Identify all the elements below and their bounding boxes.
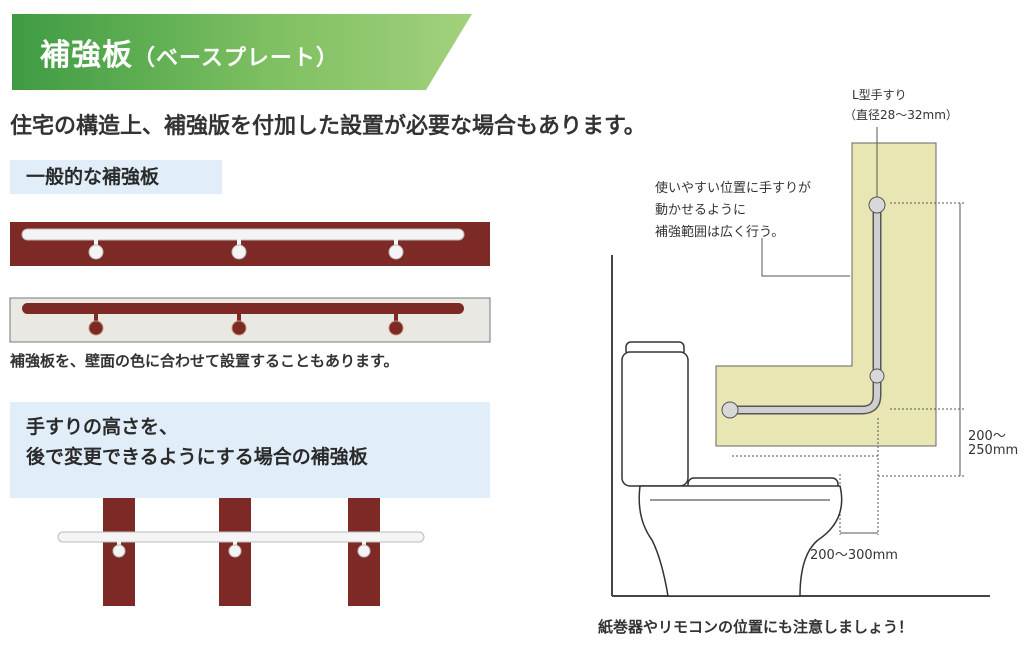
note-leader: [761, 238, 850, 277]
white-rail: [57, 531, 425, 543]
note-line: 補強範囲は広く行う。: [655, 225, 785, 240]
rail-bracket: [231, 238, 247, 260]
rail-bracket: [388, 238, 404, 260]
toilet-illustration: [621, 341, 843, 597]
bottom-caption: 紙巻器やリモコンの位置にも注意しましょう！: [598, 618, 914, 636]
white-rail: [21, 228, 465, 241]
note-line: 使いやすい位置に手すりが: [655, 181, 812, 196]
rail-bracket: [357, 541, 371, 558]
rail-bracket-top: [868, 196, 886, 214]
adjustable-height-line1: 手すりの高さを、: [26, 416, 179, 438]
section-banner: [12, 14, 472, 90]
note-line: 動かせるように: [655, 203, 747, 218]
banner-title-main: 補強板: [40, 38, 133, 73]
intro-text: 住宅の構造上、補強版を付加した設置が必要な場合もあります。: [10, 114, 646, 139]
rail-label-line1: L型手すり: [852, 88, 907, 102]
adjustable-height-chip: 手すりの高さを、 後で変更できるようにする場合の補強板: [10, 402, 490, 498]
dim-vertical-label-line2: 250mm: [968, 443, 1019, 458]
rail-bracket: [112, 541, 126, 558]
dim-vertical-label-line1: 200〜: [968, 429, 1006, 444]
l-rail: [729, 204, 880, 413]
dim-horizontal-label: 200〜300mm: [810, 548, 898, 563]
rail-bracket: [231, 313, 247, 336]
brown-rail: [22, 303, 464, 314]
reinforcement-note: 使いやすい位置に手すりが 動かせるように 補強範囲は広く行う。: [655, 178, 811, 244]
toilet-room-diagram: [611, 127, 990, 597]
rail-bracket-end: [721, 401, 739, 419]
banner-title: 補強板（ベースプレート）: [40, 30, 339, 74]
rail-bracket: [228, 541, 242, 558]
rail-bracket: [88, 238, 104, 260]
brown-board-with-white-rail: [10, 222, 490, 266]
rail-bracket-mid: [869, 368, 885, 384]
beige-board-with-brown-rail: [9, 297, 491, 343]
rail-label-line2: （直径28〜32mm）: [844, 108, 958, 122]
rail-bracket: [88, 313, 104, 336]
adjustable-height-boards: [57, 498, 425, 606]
general-board-caption: 補強板を、壁面の色に合わせて設置することもあります。: [10, 352, 399, 370]
banner-title-sub: （ベースプレート）: [133, 46, 339, 71]
adjustable-height-line2: 後で変更できるようにする場合の補強板: [26, 446, 368, 468]
rail-bracket: [388, 313, 404, 336]
general-board-chip: 一般的な補強板: [10, 160, 222, 194]
